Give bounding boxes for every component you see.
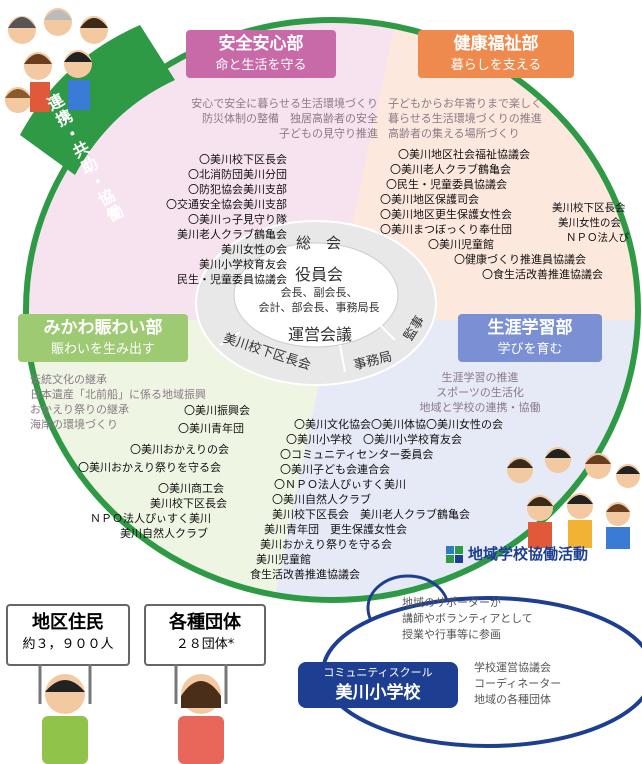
nigiwai-title: みかわ賑わい部	[43, 318, 163, 338]
school-activity-title: 地域学校協働活動	[468, 545, 589, 563]
list-item: ＮＰＯ法人ぴぃすく美川	[90, 512, 211, 525]
welfare-description: 子どもからお年寄りまで楽しく 暮らせる生活環境づくりの推進 高齢者の集える場所づ…	[388, 97, 542, 140]
nigiwai-description: 伝統文化の継承 日本遺産「北前船」に係る地域振興 おかえり祭りの継承 海岸の環境…	[30, 373, 206, 431]
school-activity-description: 地域のサポーターが 講師やボランティアとして 授業や行事等に参画	[402, 596, 533, 641]
general-meeting-label: 総 会	[296, 234, 342, 252]
safety-subtitle: 命と生活を守る	[215, 58, 307, 73]
crowd-illustration-top	[5, 8, 108, 113]
list-item: 美川児童館	[256, 553, 311, 566]
cooperation-ring	[23, 17, 641, 603]
list-item: 美川老人クラブ鶴亀会	[177, 228, 287, 241]
school-organizations: 学校運営協議会 コーディネーター 地域の各種団体	[474, 661, 562, 706]
learning-description: 生涯学習の推進 スポーツの生活化 地域と学校の連携・協働	[419, 371, 541, 414]
list-item: 〇美川校下区長会	[199, 153, 287, 166]
list-item: 〇美川商工会	[158, 482, 224, 495]
list-item: 美川女性の会	[558, 217, 621, 229]
welfare-members: 〇美川地区社会福祉協議会 〇美川老人クラブ鶴亀会 〇民生・児童委員協議会 〇美川…	[380, 147, 620, 282]
groups-sign: 各種団体 ２８団体*	[144, 604, 266, 666]
welfare-header: 健康福祉部 暮らしを支える	[418, 30, 574, 78]
safety-description: 安心で安全に暮らせる生活環境づくり 防災体制の整備 独居高齢者の安全 子どもの見…	[191, 97, 378, 140]
officers-label: 役員会	[295, 265, 344, 284]
residents-sign: 地区住民 約３，９００人	[6, 604, 130, 666]
list-item: 美川小学校育友会	[199, 258, 287, 271]
list-item: 〇美川おかえりの会	[130, 443, 229, 456]
list-item: 〇美川地区更生保護女性会	[380, 208, 512, 221]
list-item: 〇美川っ子見守り隊	[188, 213, 287, 226]
safety-header: 安全安心部 命と生活を守る	[186, 30, 336, 78]
nigiwai-header: みかわ賑わい部 賑わいを生み出す	[18, 314, 188, 362]
list-item: 〇美川子ども会連合会	[280, 463, 390, 476]
groups-title: 各種団体	[169, 612, 241, 633]
list-item: 〇民生・児童委員協議会	[386, 178, 507, 191]
officers-description: 会長、副会長、 会計、部会長、事務局長	[258, 286, 380, 314]
kids-illustration	[507, 447, 640, 549]
school-badge-label: コミュニティスクール	[323, 666, 433, 679]
list-item: 美川校下区長会 美川老人クラブ鶴亀会	[272, 508, 470, 521]
welfare-title: 健康福祉部	[453, 34, 539, 54]
list-item: 民生・児童委員協議会	[177, 273, 287, 286]
nigiwai-members: 〇美川振興会 〇美川青年団 〇美川おかえりの会 〇美川おかえり祭りを守る会 〇美…	[78, 403, 278, 541]
list-item: 〇美川青年団	[178, 422, 244, 435]
list-item: 〇交通安全協会美川支部	[166, 198, 287, 211]
list-item: 美川おかえり祭りを守る会	[260, 538, 392, 551]
residents-count: 約３，９００人	[22, 637, 114, 652]
list-item: 〇美川まつぼっくり奉仕団	[380, 223, 512, 236]
list-item: 〇健康づくり推進員協議会	[454, 253, 586, 266]
list-item: 〇美川自然人クラブ	[272, 493, 371, 506]
school-badge: コミュニティスクール 美川小学校	[298, 662, 458, 708]
learning-subtitle: 学びを育む	[497, 342, 563, 357]
center-inner-ring	[233, 242, 399, 348]
list-item: 美川青年団 更生保護女性会	[264, 523, 407, 536]
school-name: 美川小学校	[335, 683, 421, 703]
list-item: 美川女性の会	[221, 243, 287, 256]
list-item: 〇美川地区保護司会	[380, 193, 479, 206]
learning-header: 生涯学習部 学びを育む	[458, 314, 602, 362]
list-item: 〇美川振興会	[184, 404, 250, 417]
list-item: 〇美川老人クラブ鶴亀会	[390, 163, 511, 176]
list-item: 〇食生活改善推進協議会	[482, 268, 603, 281]
learning-members: 〇美川文化協会〇美川体協〇美川女性の会 〇美川小学校 〇美川小学校育友会 〇コミ…	[250, 417, 570, 582]
list-item: 〇北消防団美川分団	[188, 168, 287, 181]
list-item: 〇美川小学校 〇美川小学校育友会	[286, 433, 462, 446]
welfare-side-members: 美川校下区長会 美川女性の会 ＮＰＯ法人ぴ	[552, 201, 642, 246]
list-item: 美川自然人クラブ	[120, 527, 208, 540]
list-item: 〇防犯協会美川支部	[188, 183, 287, 196]
list-item: 〇ＮＰＯ法人ぴぃすく美川	[274, 478, 406, 491]
list-item: ＮＰＯ法人ぴ	[566, 232, 629, 244]
list-item: 〇美川文化協会〇美川体協〇美川女性の会	[294, 418, 503, 431]
welfare-subtitle: 暮らしを支える	[450, 58, 542, 73]
list-item: 〇美川地区社会福祉協議会	[398, 148, 530, 161]
list-item: 美川校下区長会	[150, 497, 227, 510]
safety-title: 安全安心部	[218, 34, 304, 54]
list-item: 〇コミュニティセンター委員会	[280, 448, 434, 461]
safety-members: 〇美川校下区長会 〇北消防団美川分団 〇防犯協会美川支部 〇交通安全協会美川支部…	[82, 152, 287, 287]
residents-title: 地区住民	[32, 612, 104, 633]
sign-holders-illustration	[38, 664, 228, 764]
groups-count: ２８団体*	[175, 637, 235, 652]
list-item: 〇美川児童館	[428, 238, 494, 251]
list-item: 美川校下区長会	[552, 202, 626, 214]
banner-band	[20, 25, 175, 175]
learning-title: 生涯学習部	[487, 318, 573, 338]
list-item: 食生活改善推進協議会	[250, 568, 360, 581]
list-item: 〇美川おかえり祭りを守る会	[78, 461, 221, 474]
steering-label: 運営会議	[288, 325, 353, 344]
nigiwai-subtitle: 賑わいを生み出す	[50, 342, 155, 357]
